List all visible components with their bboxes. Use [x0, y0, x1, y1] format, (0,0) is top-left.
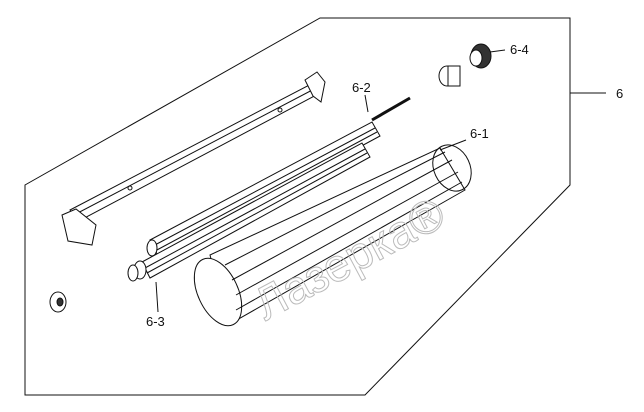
gear-6-4 — [469, 43, 492, 69]
label-assembly-6: 6 — [616, 86, 623, 101]
assembly-frame — [24, 17, 571, 396]
leader-6-3 — [155, 281, 159, 313]
sleeve-6-1 — [193, 144, 472, 327]
label-6-1: 6-1 — [470, 126, 489, 141]
label-6-4: 6-4 — [510, 42, 529, 57]
leader-6-2 — [364, 94, 369, 113]
roller-6-3 — [127, 142, 371, 282]
label-6-3: 6-3 — [146, 314, 165, 329]
leader-6-4 — [489, 49, 506, 53]
leader-6-1 — [439, 139, 467, 151]
bushing-part — [438, 65, 461, 87]
bushing-left — [49, 291, 67, 313]
label-6-2: 6-2 — [352, 80, 371, 95]
frame-rail — [61, 71, 326, 246]
roller-6-2 — [146, 96, 411, 257]
